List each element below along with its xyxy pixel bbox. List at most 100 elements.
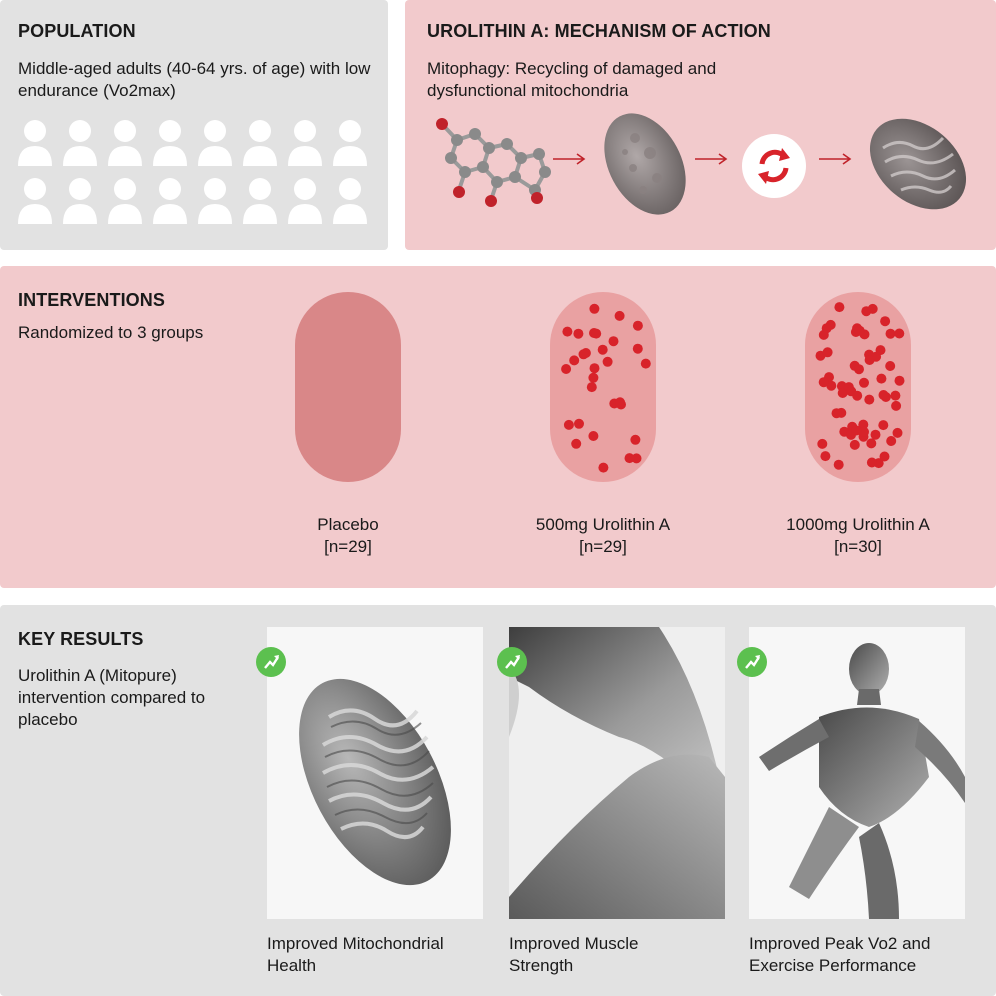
dose-dot xyxy=(561,364,572,374)
dose-dot xyxy=(818,329,829,340)
group-500mg-label: 500mg Urolithin A [n=29] xyxy=(503,514,703,558)
dose-dot xyxy=(563,419,574,430)
high-dose-capsule xyxy=(805,292,911,482)
person-icon xyxy=(286,118,324,168)
dose-dot xyxy=(817,438,828,449)
trend-up-icon xyxy=(737,647,767,677)
dose-dot xyxy=(867,303,878,314)
dose-dot xyxy=(608,336,619,347)
mechanism-description: Mitophagy: Recycling of damaged and dysf… xyxy=(427,59,717,100)
dose-dot xyxy=(851,425,862,436)
population-description: Middle-aged adults (40-64 yrs. of age) w… xyxy=(18,59,371,100)
dose-dot xyxy=(859,377,869,388)
dose-dot xyxy=(885,328,896,339)
dose-dot xyxy=(598,462,609,473)
dose-dot xyxy=(849,439,860,450)
person-icon xyxy=(241,118,279,168)
dose-dot xyxy=(586,382,597,393)
dose-dot xyxy=(820,451,831,462)
dose-dot xyxy=(878,420,889,431)
dose-dot xyxy=(879,451,890,462)
dose-dot xyxy=(864,394,875,405)
person-icon xyxy=(331,176,369,226)
healthy-mitochondrion-icon xyxy=(869,118,967,210)
dose-dot xyxy=(818,377,829,388)
dose-dot xyxy=(875,345,886,356)
dose-dot xyxy=(892,427,903,438)
group-name: Placebo xyxy=(317,515,379,534)
person-icon xyxy=(151,118,189,168)
dose-dot xyxy=(588,431,599,441)
group-n: [n=29] xyxy=(324,537,372,556)
dose-dot xyxy=(822,347,833,358)
low-dose-capsule xyxy=(550,292,656,482)
dose-dot xyxy=(894,375,905,386)
dose-dot xyxy=(834,302,845,313)
damaged-mitochondrion-icon xyxy=(604,113,686,215)
dose-dot xyxy=(574,418,584,429)
mitochondrion-image xyxy=(267,627,483,919)
dose-dot xyxy=(640,358,651,369)
group-name: 1000mg Urolithin A xyxy=(786,515,930,534)
dose-dot xyxy=(890,390,901,401)
dose-dot xyxy=(894,328,905,339)
person-icon xyxy=(61,118,99,168)
dose-dot xyxy=(859,426,869,437)
dose-dot xyxy=(569,355,580,366)
dose-dot xyxy=(866,457,877,468)
dose-dot xyxy=(589,363,600,374)
dose-dot xyxy=(573,328,584,339)
trend-up-icon xyxy=(497,647,527,677)
population-panel: POPULATION Middle-aged adults (40-64 yrs… xyxy=(0,0,388,250)
dose-dot xyxy=(864,355,875,365)
person-icon xyxy=(61,176,99,226)
urolithin-molecule-icon xyxy=(436,118,551,207)
dose-dot xyxy=(854,325,865,336)
person-icon xyxy=(106,176,144,226)
mechanism-panel: UROLITHIN A: MECHANISM OF ACTION Mitopha… xyxy=(405,0,996,250)
person-icon xyxy=(106,118,144,168)
results-description: Urolithin A (Mitopure) intervention comp… xyxy=(18,666,206,729)
dose-dot xyxy=(826,380,837,391)
person-icon xyxy=(331,118,369,168)
result-label-mitochondrial: Improved Mitochondrial Health xyxy=(267,934,444,975)
dose-dot xyxy=(597,344,608,355)
person-icon xyxy=(286,176,324,226)
dose-dot xyxy=(878,390,889,400)
dose-dot xyxy=(632,343,643,354)
interventions-panel: INTERVENTIONS Randomized to 3 groups Pla… xyxy=(0,266,996,588)
dose-dot xyxy=(833,459,844,470)
dose-dot xyxy=(891,400,902,411)
dose-dot xyxy=(631,453,642,464)
dose-dot xyxy=(632,320,643,331)
dose-dot xyxy=(831,408,842,419)
interventions-description: Randomized to 3 groups xyxy=(18,323,204,342)
interventions-title: INTERVENTIONS xyxy=(18,290,165,310)
result-label-vo2: Improved Peak Vo2 and Exercise Performan… xyxy=(749,934,931,975)
person-icon xyxy=(241,176,279,226)
population-title: POPULATION xyxy=(18,21,136,41)
dose-dot xyxy=(591,328,602,339)
dose-dot xyxy=(837,388,848,398)
person-icon xyxy=(16,118,54,168)
dose-dot xyxy=(571,438,582,449)
mechanism-title: UROLITHIN A: MECHANISM OF ACTION xyxy=(427,21,771,41)
knee-image xyxy=(509,627,725,919)
person-icon xyxy=(151,176,189,226)
trend-up-icon xyxy=(256,647,286,677)
athlete-figure-image xyxy=(749,627,965,919)
result-label-muscle: Improved Muscle Strength xyxy=(509,934,639,975)
person-icon xyxy=(196,118,234,168)
group-name: 500mg Urolithin A xyxy=(535,515,671,534)
dose-dot xyxy=(852,390,863,401)
dose-dot xyxy=(630,434,641,445)
dose-dot xyxy=(885,361,896,371)
dose-dot xyxy=(870,429,881,440)
dose-dot xyxy=(854,364,864,375)
dose-dot xyxy=(614,310,625,321)
group-placebo-label: Placebo [n=29] xyxy=(248,514,448,558)
dose-dot xyxy=(589,303,600,314)
dose-dot xyxy=(876,373,887,384)
person-icon xyxy=(196,176,234,226)
group-n: [n=29] xyxy=(579,537,627,556)
